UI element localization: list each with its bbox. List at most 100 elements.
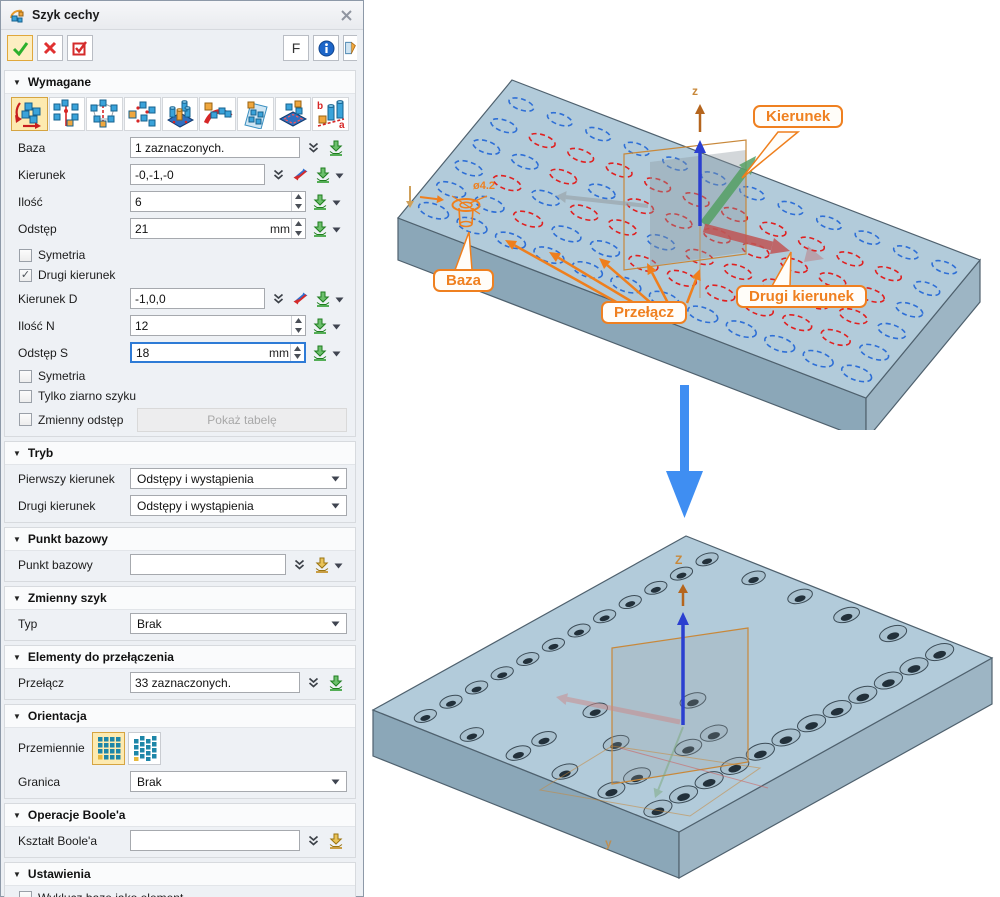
- odstep-dropdown-button[interactable]: [332, 220, 341, 238]
- filter-button[interactable]: F: [283, 35, 309, 61]
- ilosc-n-picker-button[interactable]: [311, 317, 328, 334]
- pattern-type-on-face[interactable]: [237, 97, 274, 131]
- ok-button[interactable]: [7, 35, 33, 61]
- flip-panel-button[interactable]: [343, 35, 357, 61]
- kierunek-d-picker-button[interactable]: [314, 290, 331, 307]
- punkt-bazowy-expand-button[interactable]: [291, 556, 308, 573]
- wyklucz-checkbox[interactable]: [19, 891, 32, 897]
- ksztalt-boole-picker-button[interactable]: [327, 832, 344, 849]
- pattern-type-linear[interactable]: [11, 97, 48, 131]
- ilosc-n-input[interactable]: [131, 318, 291, 333]
- typ-value: Brak: [137, 616, 162, 631]
- granica-label: Granica: [18, 774, 61, 789]
- dialog-titlebar[interactable]: Szyk cechy: [1, 1, 363, 30]
- kierunek-dropdown-button[interactable]: [335, 166, 344, 184]
- spinner-down-button[interactable]: [292, 326, 305, 336]
- green-picker-icon: [313, 345, 326, 361]
- kierunek-reverse-button[interactable]: [292, 166, 309, 183]
- pattern-type-list[interactable]: b a: [312, 97, 350, 131]
- section-elementy-header[interactable]: ▼ Elementy do przełączenia: [5, 646, 355, 669]
- bottom-scene[interactable]: [365, 430, 1000, 897]
- typ-select[interactable]: Brak: [130, 613, 347, 634]
- kierunek-row: Kierunek: [5, 161, 355, 188]
- spinner-up-button[interactable]: [292, 219, 305, 229]
- section-ustawienia: ▼ Ustawienia Wyklucz bazę jako element: [4, 862, 356, 897]
- section-wymagane-header[interactable]: ▼ Wymagane: [5, 71, 355, 94]
- spinner-down-button[interactable]: [292, 229, 305, 239]
- at-face-pattern-icon: [167, 100, 195, 128]
- baza-input-box: [130, 137, 300, 158]
- wyklucz-row: Wyklucz bazę jako element: [5, 886, 355, 897]
- alternate-uniform-button[interactable]: [92, 731, 125, 765]
- section-boole-header[interactable]: ▼ Operacje Boole'a: [5, 804, 355, 827]
- pattern-type-point[interactable]: [124, 97, 161, 131]
- callout-drugi-kierunek: Drugi kierunek: [736, 285, 868, 308]
- przelacz-expand-button[interactable]: [305, 674, 322, 691]
- ksztalt-boole-input[interactable]: [131, 833, 299, 848]
- close-button[interactable]: [337, 6, 355, 24]
- punkt-bazowy-dropdown-button[interactable]: [334, 556, 343, 574]
- pattern-type-at-face[interactable]: [161, 97, 199, 131]
- collapse-triangle-icon: ▼: [13, 593, 21, 603]
- pattern-preview-circles: [417, 97, 958, 383]
- symetria2-checkbox[interactable]: [19, 369, 32, 383]
- pierwszy-kierunek-select[interactable]: Odstępy i wystąpienia: [130, 468, 347, 489]
- spinner-up-button[interactable]: [292, 192, 305, 202]
- kierunek-d-dropdown-button[interactable]: [335, 290, 344, 308]
- dropdown-caret-icon: [334, 563, 343, 568]
- ilosc-dropdown-button[interactable]: [332, 193, 341, 211]
- ksztalt-boole-expand-button[interactable]: [305, 832, 322, 849]
- ilosc-input[interactable]: [131, 194, 291, 209]
- kierunek-d-expand-button[interactable]: [270, 290, 287, 307]
- baza-expand-button[interactable]: [305, 139, 322, 156]
- double-chevron-down-icon: [308, 677, 319, 688]
- kierunek-d-reverse-button[interactable]: [292, 290, 309, 307]
- top-scene[interactable]: [365, 0, 1000, 430]
- kierunek-input[interactable]: [131, 167, 264, 182]
- cancel-button[interactable]: [37, 35, 63, 61]
- section-tryb-header[interactable]: ▼ Tryb: [5, 442, 355, 465]
- przelacz-picker-button[interactable]: [327, 674, 344, 691]
- spin-down-icon: [295, 327, 302, 333]
- drugi-kierunek-select[interactable]: Odstępy i wystąpienia: [130, 495, 347, 516]
- pattern-type-fill[interactable]: [274, 97, 312, 131]
- kierunek-picker-button[interactable]: [314, 166, 331, 183]
- dropdown-caret-icon: [335, 173, 344, 178]
- 3d-viewport[interactable]: Kierunek Baza Przełącz Drugi kierunek ø4…: [365, 0, 1000, 897]
- odstep-s-picker-button[interactable]: [311, 344, 328, 361]
- section-punkt-bazowy-header[interactable]: ▼ Punkt bazowy: [5, 528, 355, 551]
- przelacz-input[interactable]: [131, 675, 299, 690]
- pattern-type-polygon[interactable]: [86, 97, 124, 131]
- odstep-s-input[interactable]: [132, 345, 269, 360]
- spinner-down-button[interactable]: [291, 353, 304, 362]
- info-button[interactable]: [313, 35, 339, 61]
- section-orientacja-header[interactable]: ▼ Orientacja: [5, 705, 355, 728]
- symetria1-checkbox[interactable]: [19, 248, 32, 262]
- alternate-staggered-button[interactable]: [128, 731, 161, 765]
- baza-input[interactable]: [131, 140, 299, 155]
- section-zmienny-szyk-header[interactable]: ▼ Zmienny szyk: [5, 587, 355, 610]
- baza-picker-button[interactable]: [327, 139, 344, 156]
- kierunek-d-input[interactable]: [131, 291, 264, 306]
- confirm-continue-button[interactable]: [67, 35, 93, 61]
- spinner-up-button[interactable]: [291, 344, 304, 353]
- pattern-type-on-curve[interactable]: [199, 97, 237, 131]
- ilosc-n-dropdown-button[interactable]: [332, 317, 341, 335]
- section-ustawienia-header[interactable]: ▼ Ustawienia: [5, 863, 355, 886]
- tylko-ziarno-checkbox[interactable]: [19, 389, 32, 403]
- show-table-button[interactable]: Pokaż tabelę: [137, 407, 347, 432]
- spinner-down-button[interactable]: [292, 202, 305, 212]
- punkt-bazowy-picker-button[interactable]: [313, 556, 330, 573]
- pattern-type-circular[interactable]: [48, 97, 86, 131]
- punkt-bazowy-input[interactable]: [131, 557, 285, 572]
- kierunek-expand-button[interactable]: [270, 166, 287, 183]
- odstep-picker-button[interactable]: [311, 220, 328, 237]
- spinner-up-button[interactable]: [292, 316, 305, 326]
- odstep-input[interactable]: [131, 221, 270, 236]
- granica-select[interactable]: Brak: [130, 771, 347, 792]
- zmienny-odstep-checkbox[interactable]: [19, 413, 32, 426]
- drugi-kierunek-checkbox[interactable]: [19, 268, 32, 282]
- odstep-s-dropdown-button[interactable]: [332, 344, 341, 362]
- ilosc-picker-button[interactable]: [311, 193, 328, 210]
